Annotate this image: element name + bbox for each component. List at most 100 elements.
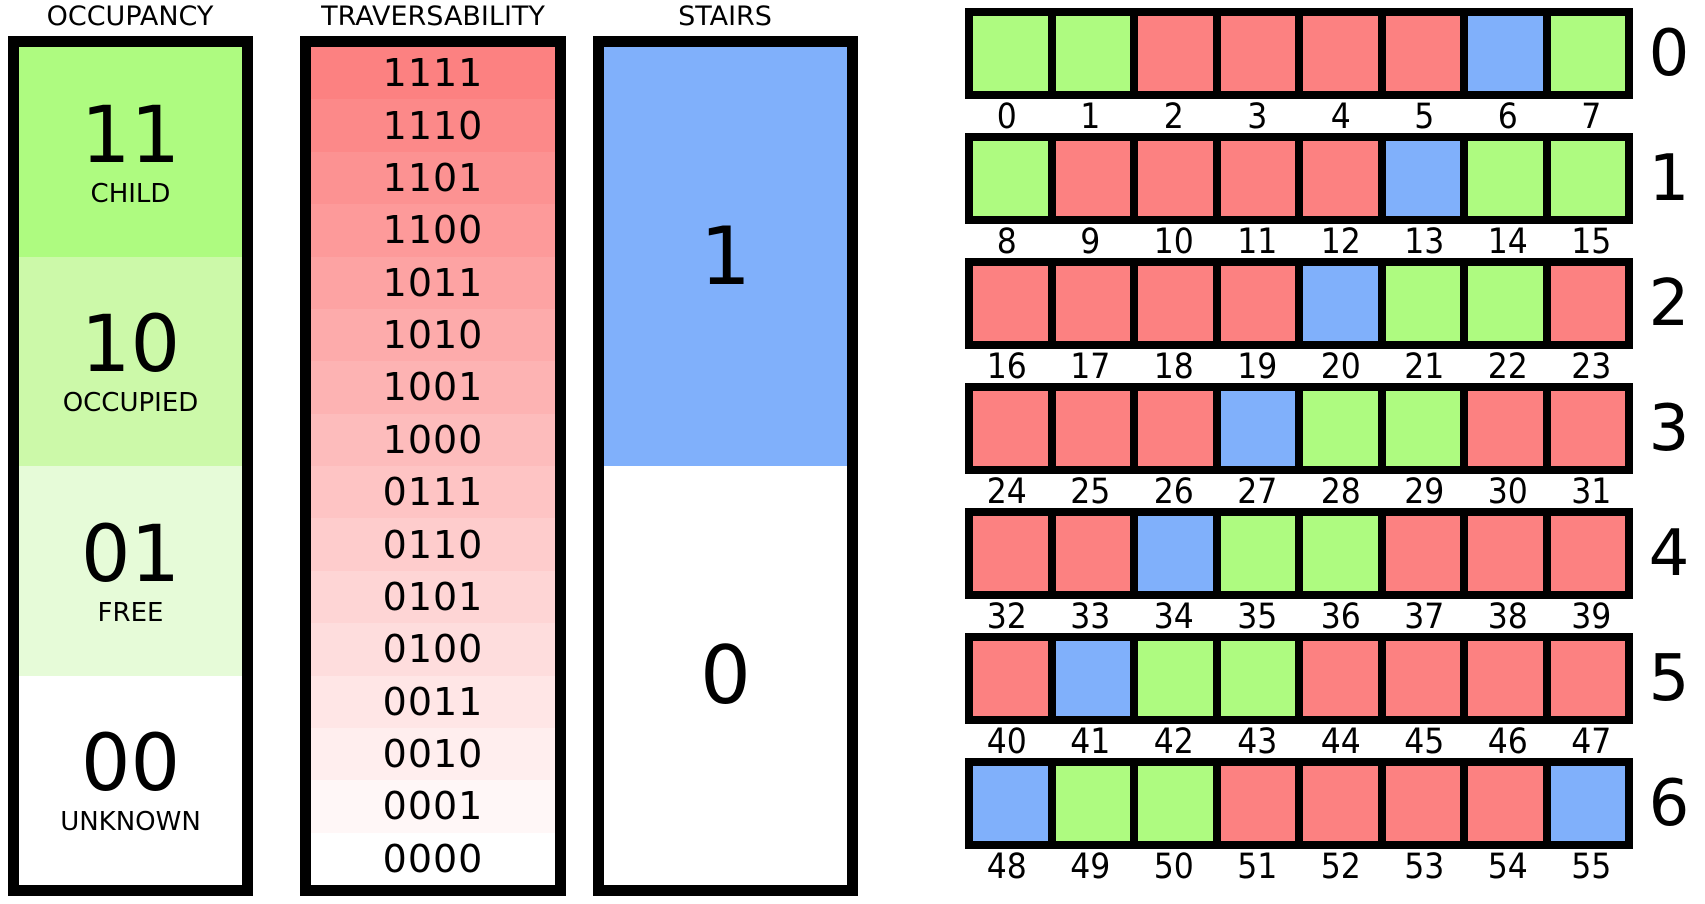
grid-cell-46 xyxy=(1468,641,1543,716)
cell-index-label: 49 xyxy=(1070,847,1111,887)
traversability-level-1011: 1011 xyxy=(311,256,555,309)
grid-row-label: 3 xyxy=(1648,391,1690,466)
cell-index-label: 38 xyxy=(1487,597,1528,637)
cell-index-label: 25 xyxy=(1070,472,1111,512)
traversability-level-1101: 1101 xyxy=(311,151,555,205)
cell-index-label: 52 xyxy=(1320,847,1361,887)
traversability-level-1001: 1001 xyxy=(311,361,555,414)
occupancy-code: 10 xyxy=(80,300,181,391)
cell-index-label: 18 xyxy=(1153,347,1194,387)
grid-cell-42 xyxy=(1138,641,1213,716)
grid-cell-36 xyxy=(1303,516,1378,591)
grid-cell-16 xyxy=(973,266,1048,341)
grid-cell-21 xyxy=(1385,266,1460,341)
cell-index-label: 2 xyxy=(1163,97,1184,137)
cell-index-label: 45 xyxy=(1404,722,1445,762)
traversability-level-0000: 0000 xyxy=(311,832,555,885)
cell-index-label: 46 xyxy=(1487,722,1528,762)
cell-index-label: 3 xyxy=(1247,97,1268,137)
occupancy-label: OCCUPIED xyxy=(62,388,199,419)
traversability-level-1000: 1000 xyxy=(311,413,555,466)
cell-index-label: 5 xyxy=(1414,97,1435,137)
traversability-level-1110: 1110 xyxy=(311,99,555,152)
grid-cell-14 xyxy=(1468,141,1543,216)
occupancy-label: CHILD xyxy=(90,178,171,209)
cell-index-label: 55 xyxy=(1571,847,1612,887)
grid-cell-38 xyxy=(1468,516,1543,591)
grid-row-label: 6 xyxy=(1648,766,1690,841)
cell-index-label: 51 xyxy=(1237,847,1278,887)
cell-index-label: 23 xyxy=(1571,347,1612,387)
grid-cell-34 xyxy=(1138,516,1213,591)
grid-row-band xyxy=(965,383,1633,474)
cell-index-label: 0 xyxy=(996,97,1017,137)
grid-cell-43 xyxy=(1220,641,1295,716)
stairs-section-0: 0 xyxy=(604,466,847,885)
grid-cell-6 xyxy=(1468,16,1543,91)
cell-index-label: 34 xyxy=(1153,597,1194,637)
grid-cell-9 xyxy=(1055,141,1130,216)
grid-cell-10 xyxy=(1138,141,1213,216)
grid-cell-48 xyxy=(973,766,1048,841)
cell-index-label: 39 xyxy=(1571,597,1612,637)
grid-row-band xyxy=(965,758,1633,849)
cell-index-label: 44 xyxy=(1320,722,1361,762)
cell-index-label: 16 xyxy=(986,347,1027,387)
grid-cell-22 xyxy=(1468,266,1543,341)
grid-cell-18 xyxy=(1138,266,1213,341)
cell-index-label: 10 xyxy=(1153,222,1194,262)
cell-index-label: 20 xyxy=(1320,347,1361,387)
grid-cell-53 xyxy=(1385,766,1460,841)
cell-index-label: 53 xyxy=(1404,847,1445,887)
traversability-level-1111: 1111 xyxy=(311,47,555,100)
stairs-section-1: 1 xyxy=(604,47,847,466)
grid-cell-26 xyxy=(1138,391,1213,466)
grid-cell-29 xyxy=(1385,391,1460,466)
cell-index-label: 6 xyxy=(1497,97,1518,137)
grid-cell-49 xyxy=(1055,766,1130,841)
cell-index-label: 26 xyxy=(1153,472,1194,512)
cell-index-label: 12 xyxy=(1320,222,1361,262)
traversability-level-0111: 0111 xyxy=(311,466,555,519)
occupancy-title: OCCUPANCY xyxy=(46,1,214,32)
grid-cell-52 xyxy=(1303,766,1378,841)
stairs-title: STAIRS xyxy=(678,1,772,32)
cell-index-label: 4 xyxy=(1330,97,1351,137)
traversability-title: TRAVERSABILITY xyxy=(321,1,545,32)
grid-cell-35 xyxy=(1220,516,1295,591)
cell-index-label: 43 xyxy=(1237,722,1278,762)
grid-cell-17 xyxy=(1055,266,1130,341)
grid-row-band xyxy=(965,133,1633,224)
grid-cell-50 xyxy=(1138,766,1213,841)
traversability-level-0101: 0101 xyxy=(311,570,555,624)
occupancy-label: UNKNOWN xyxy=(60,807,201,838)
cell-index-label: 30 xyxy=(1487,472,1528,512)
traversability-level-0010: 0010 xyxy=(311,727,555,781)
grid-row-label: 1 xyxy=(1648,141,1690,216)
cell-index-label: 42 xyxy=(1153,722,1194,762)
cell-index-label: 19 xyxy=(1237,347,1278,387)
cell-index-label: 32 xyxy=(986,597,1027,637)
cell-index-label: 22 xyxy=(1487,347,1528,387)
traversability-level-0100: 0100 xyxy=(311,623,555,676)
traversability-level-1010: 1010 xyxy=(311,308,555,362)
traversability-level-1100: 1100 xyxy=(311,204,555,257)
grid-cell-7 xyxy=(1550,16,1625,91)
cell-index-label: 36 xyxy=(1320,597,1361,637)
cell-index-label: 47 xyxy=(1571,722,1612,762)
grid-cell-37 xyxy=(1385,516,1460,591)
grid-cell-13 xyxy=(1385,141,1460,216)
grid-cell-40 xyxy=(973,641,1048,716)
grid-row-label: 0 xyxy=(1648,16,1690,91)
